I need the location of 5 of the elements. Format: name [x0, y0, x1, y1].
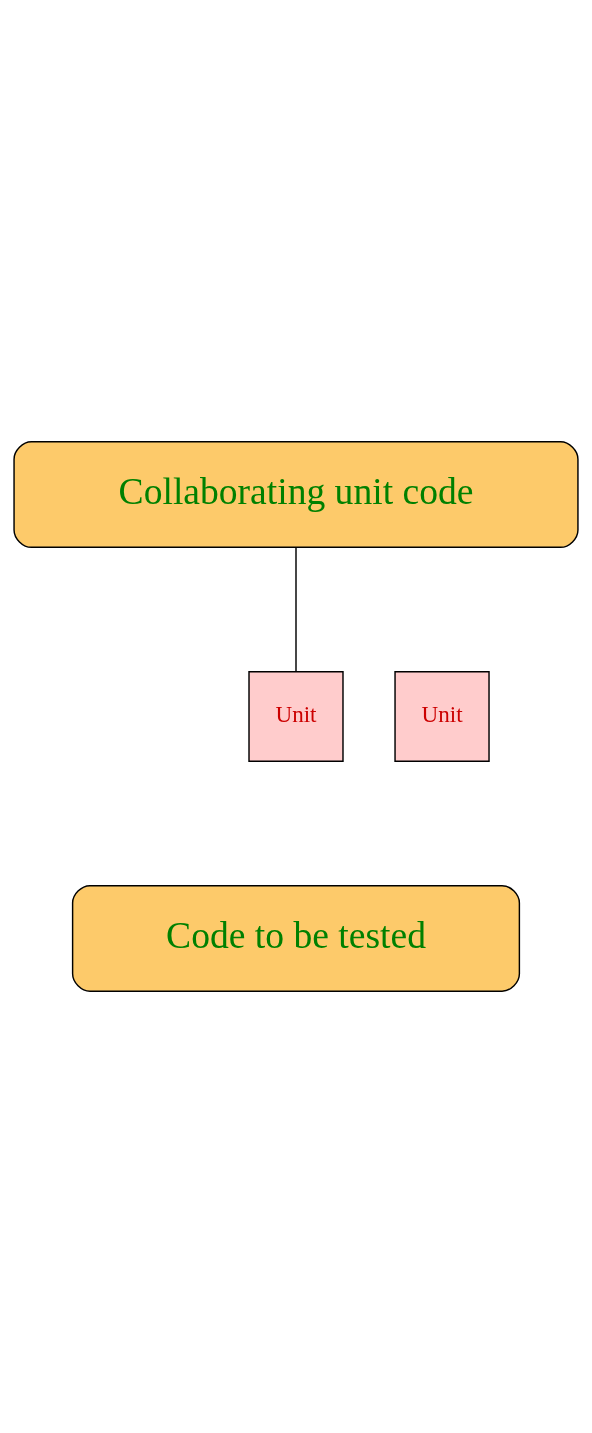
- node-box: Unit: [394, 670, 490, 763]
- connector: [295, 546, 297, 673]
- node-box: Collaborating unit code: [13, 441, 579, 549]
- node-box: Code to be tested: [71, 884, 521, 992]
- node-box: Unit: [248, 670, 344, 763]
